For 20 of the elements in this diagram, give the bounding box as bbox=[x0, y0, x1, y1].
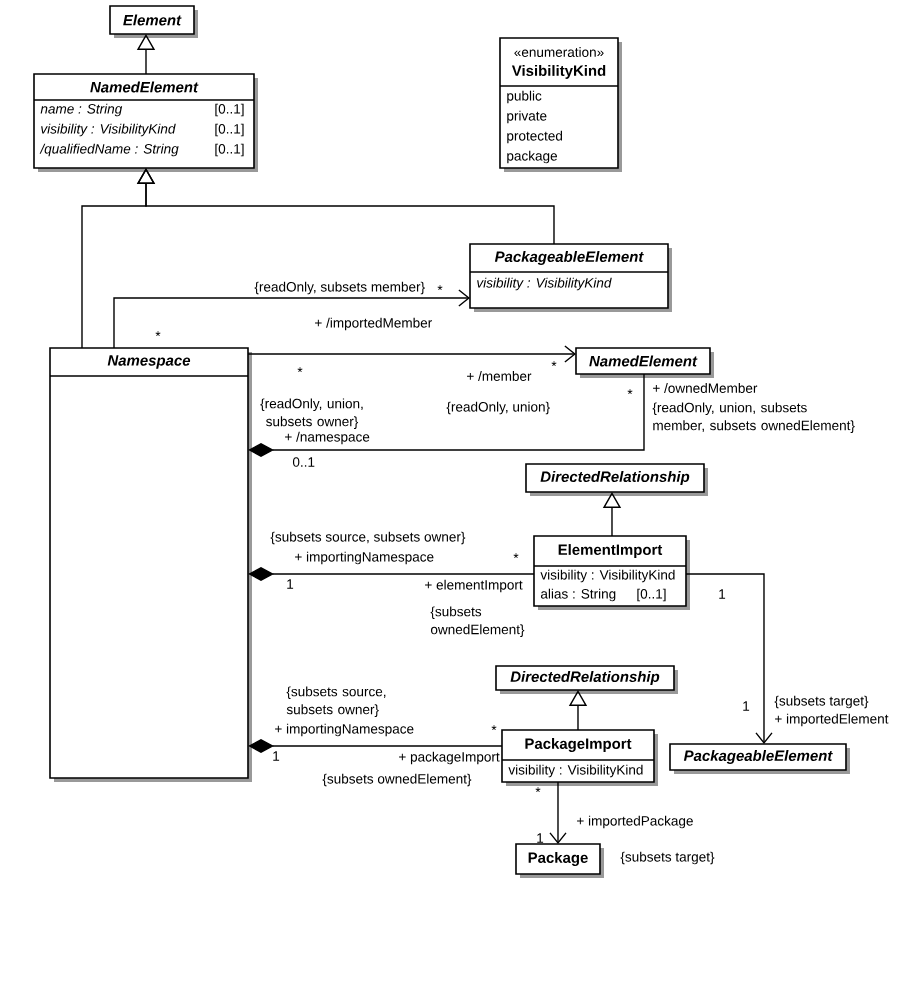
composition-connector bbox=[248, 373, 645, 457]
class-box bbox=[109, 5, 198, 38]
association-arrow bbox=[685, 573, 773, 744]
generalization-arrow bbox=[136, 168, 555, 245]
association-arrow bbox=[113, 289, 470, 349]
class-box bbox=[525, 463, 708, 496]
composition-connector bbox=[248, 567, 535, 581]
class-box bbox=[49, 347, 252, 782]
class-box bbox=[575, 347, 714, 378]
class-box bbox=[515, 843, 604, 878]
class-box bbox=[499, 37, 622, 172]
class-box bbox=[669, 743, 850, 774]
class-box bbox=[469, 243, 672, 312]
class-box bbox=[501, 729, 658, 786]
class-box bbox=[533, 535, 690, 610]
composition-connector bbox=[248, 739, 503, 753]
class-box bbox=[33, 73, 258, 172]
class-box bbox=[495, 665, 678, 694]
association-arrow bbox=[247, 345, 576, 363]
association-arrow bbox=[549, 781, 567, 844]
